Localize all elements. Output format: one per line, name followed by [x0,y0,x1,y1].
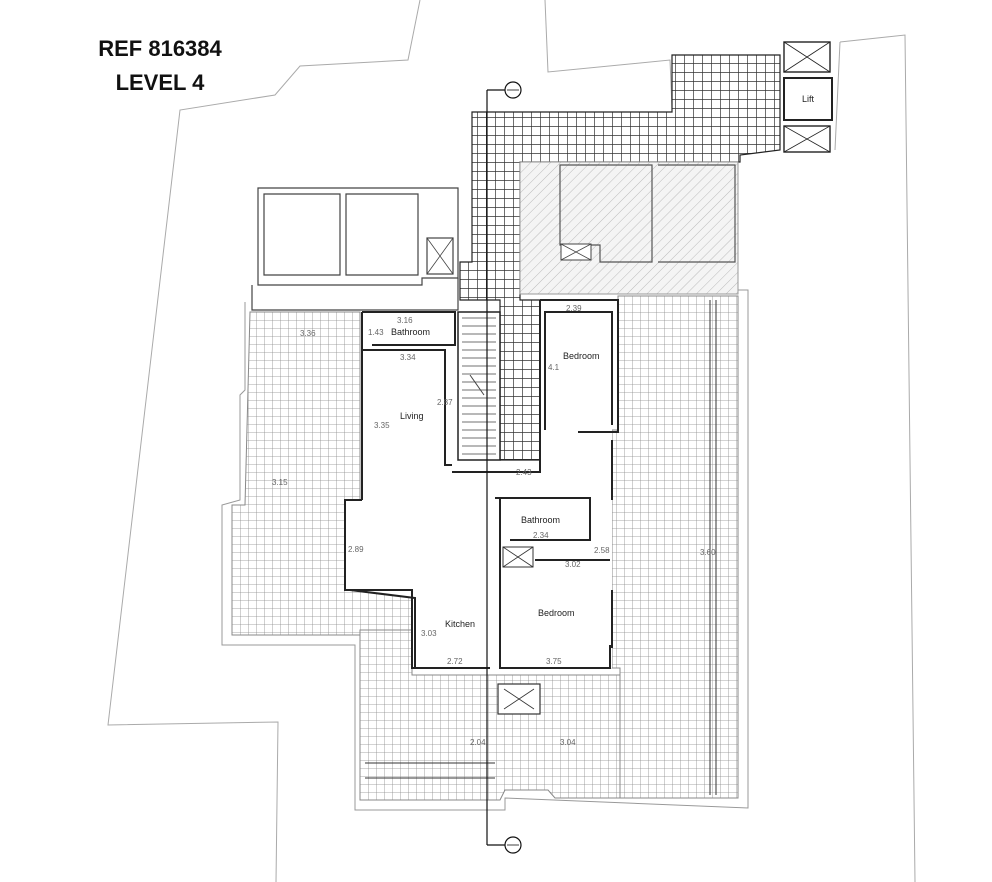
dimension-terrace-left: 3.15 [272,478,288,487]
dimension-living-stair: 2.87 [437,398,453,407]
building-outline [221,289,749,811]
section-marker-bottom [504,836,522,854]
dimension-kitchen-width: 2.72 [447,657,463,666]
dimension-bedroom2-width: 3.02 [565,560,581,569]
service-duct [502,546,534,568]
storage-rooms [251,187,459,311]
dimension-terrace-bottom: 2.04 [470,738,486,747]
dimension-kitchen-height: 3.03 [421,629,437,638]
plan-level: LEVEL 4 [115,70,205,95]
room-label-bedroom-bottom: Bedroom [538,608,575,618]
section-marker-top [504,81,522,99]
dimension-bath2-height: 2.58 [594,546,610,555]
dimension-terrace-right: 3.60 [700,548,716,557]
dimension-terrace-mid: 3.04 [560,738,576,747]
dimension-bath-height: 1.43 [368,328,384,337]
room-label-kitchen: Kitchen [445,619,475,629]
apartment-interior [350,310,612,668]
dimension-living-height: 3.35 [374,421,390,430]
section-line [486,89,505,846]
dimension-living2-height: 2.89 [348,545,364,554]
dimension-bath-width: 3.16 [397,316,413,325]
lift-label: Lift [802,94,815,104]
dimension-bath2-width: 2.34 [533,531,549,540]
dimension-bedroom-width: 2.39 [566,304,582,313]
room-label-bedroom-top: Bedroom [563,351,600,361]
staircase [462,317,496,455]
dimension-living-width: 3.34 [400,353,416,362]
plan-reference: REF 816384 [98,36,222,61]
right-terrace [611,295,739,799]
dimension-corridor: 2.43 [516,468,532,477]
dimension-bedroom-height: 4.1 [548,363,560,372]
lift-shaft [783,41,833,153]
room-label-bathroom-top: Bathroom [391,327,430,337]
room-label-bathroom-mid: Bathroom [521,515,560,525]
dimension-terrace-top: 3.36 [300,329,316,338]
room-label-living: Living [400,411,424,421]
site-boundary [107,0,916,882]
dimension-bedroom2-height: 3.75 [546,657,562,666]
walls [344,299,619,669]
hatched-service-area [519,161,739,295]
